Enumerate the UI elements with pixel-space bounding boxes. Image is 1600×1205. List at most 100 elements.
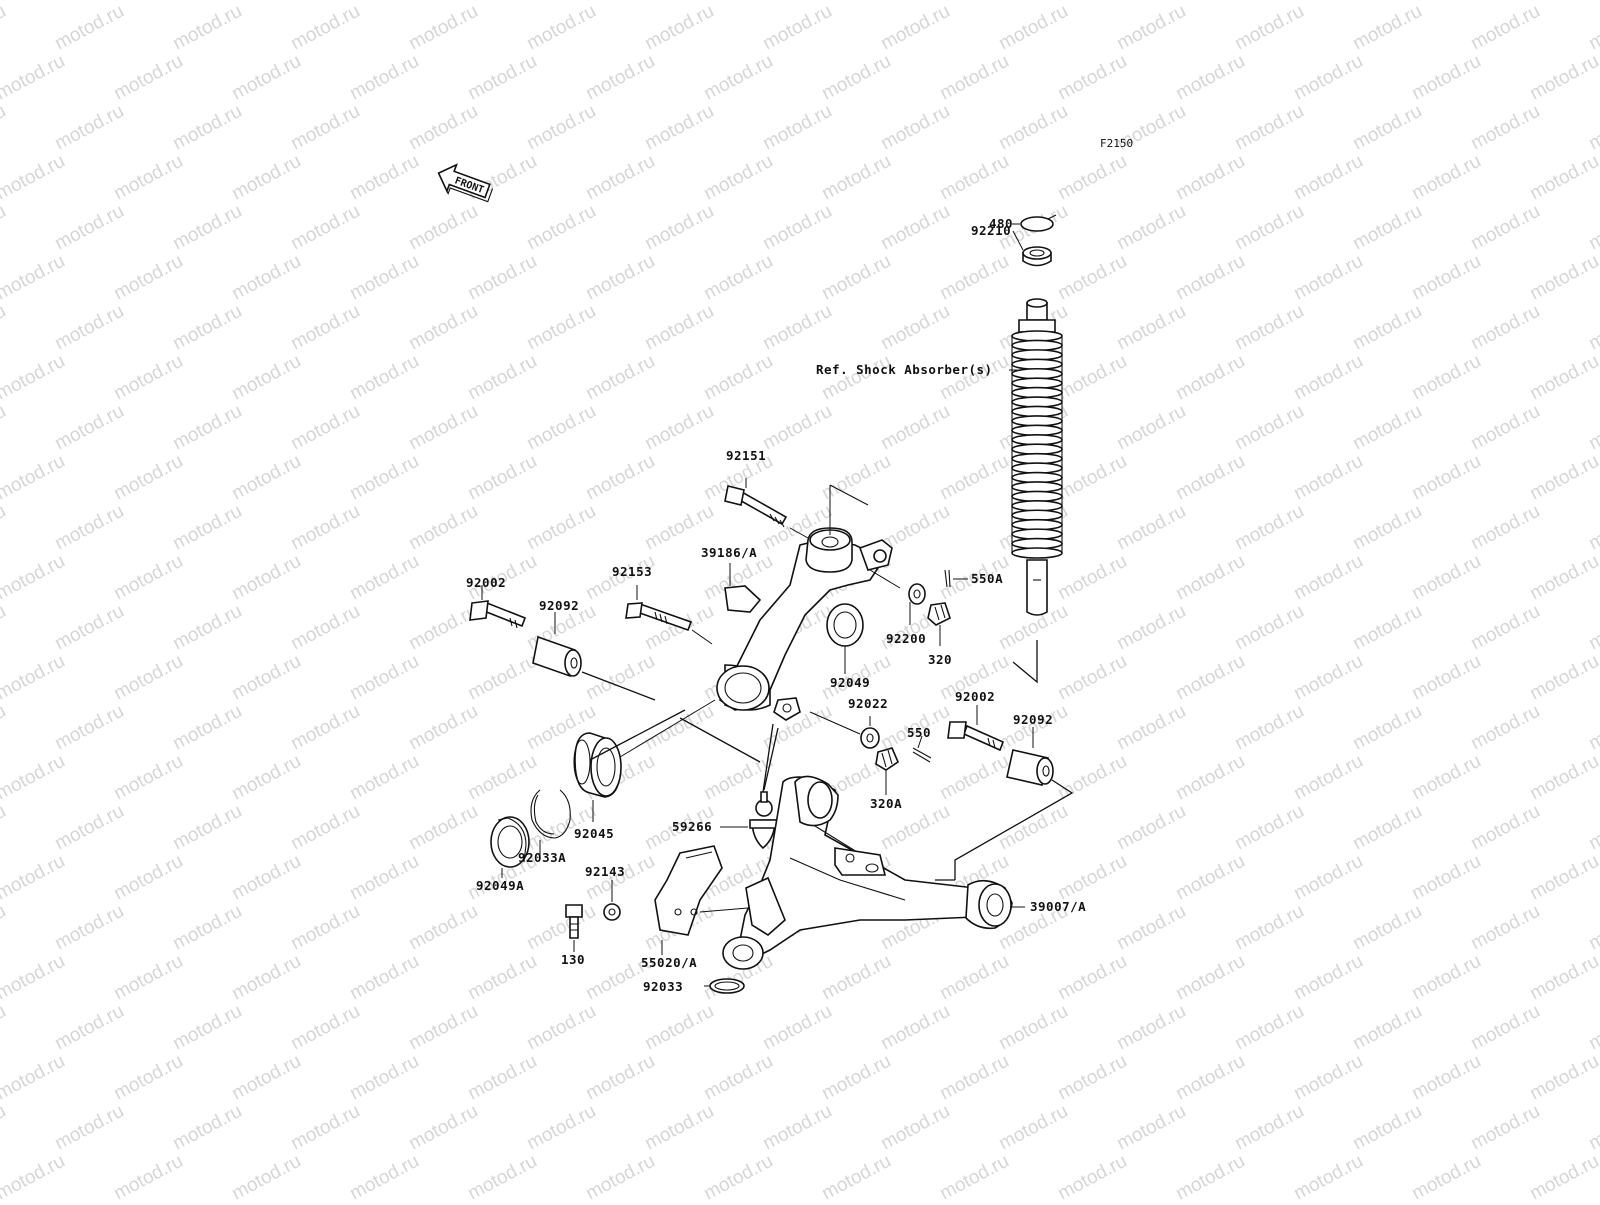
watermark-text: motod.ru [228, 651, 304, 705]
watermark-text: motod.ru [464, 951, 540, 1005]
watermark-text: motod.ru [346, 251, 422, 305]
part-92002-left-bolt [469, 585, 527, 629]
label-92045: 92045 [574, 826, 614, 841]
watermark-text: motod.ru [1349, 701, 1425, 755]
watermark-text: motod.ru [51, 101, 127, 155]
watermark-text: motod.ru [110, 1051, 186, 1105]
watermark-text: motod.ru [287, 601, 363, 655]
part-550-cotter-pin [912, 735, 932, 763]
watermark-text: motod.ru [936, 51, 1012, 105]
watermark-text: motod.ru [1408, 251, 1484, 305]
watermark-text: motod.ru [1231, 1, 1307, 55]
watermark-text: motod.ru [995, 1001, 1071, 1055]
watermark-text: motod.ru [818, 151, 894, 205]
spring-coil [1011, 415, 1063, 427]
watermark-text: motod.ru [346, 0, 422, 4]
watermark-text: motod.ru [405, 601, 481, 655]
watermark-text: motod.ru [582, 451, 658, 505]
watermark-text: motod.ru [1467, 1101, 1543, 1155]
watermark-text: motod.ru [0, 901, 10, 955]
label-550: 550 [907, 725, 931, 740]
watermark-text: motod.ru [877, 301, 953, 355]
watermark-text: motod.ru [877, 101, 953, 155]
watermark-text: motod.ru [228, 1151, 304, 1200]
watermark-text: motod.ru [51, 801, 127, 855]
label-92002-left: 92002 [466, 575, 506, 590]
watermark-text: motod.ru [582, 251, 658, 305]
watermark-text: motod.ru [523, 401, 599, 455]
spring-coil [1011, 490, 1063, 503]
watermark-text: motod.ru [346, 951, 422, 1005]
watermark-text: motod.ru [1231, 501, 1307, 555]
watermark-text: motod.ru [700, 51, 776, 105]
watermark-text: motod.ru [877, 401, 953, 455]
watermark-text: motod.ru [1113, 601, 1189, 655]
watermark-text: motod.ru [1585, 101, 1600, 155]
watermark-text: motod.ru [169, 401, 245, 455]
watermark-text: motod.ru [1467, 101, 1543, 155]
watermark-text: motod.ru [1408, 1151, 1484, 1200]
watermark-text: motod.ru [582, 151, 658, 205]
watermark-text: motod.ru [287, 801, 363, 855]
spring-coil [1011, 537, 1063, 550]
watermark-text: motod.ru [0, 751, 69, 805]
spring-coil [1011, 386, 1063, 399]
watermark-text: motod.ru [51, 501, 127, 555]
spring-coil [1011, 349, 1063, 361]
label-92143: 92143 [585, 864, 625, 879]
watermark-text: motod.ru [228, 151, 304, 205]
watermark-text: motod.ru [0, 951, 69, 1005]
watermark-text: motod.ru [464, 51, 540, 105]
watermark-text: motod.ru [1113, 501, 1189, 555]
watermark-text: motod.ru [1467, 301, 1543, 355]
watermark-text: motod.ru [1054, 1151, 1130, 1200]
watermark-text: motod.ru [51, 301, 127, 355]
watermark-text: motod.ru [1172, 551, 1248, 605]
watermark-text: motod.ru [228, 751, 304, 805]
watermark-text: motod.ru [51, 901, 127, 955]
figure-code: F2150 [1100, 137, 1133, 150]
watermark-text: motod.ru [1408, 951, 1484, 1005]
watermark-text: motod.ru [1231, 301, 1307, 355]
spring-coil [1011, 377, 1063, 389]
watermark-text: motod.ru [1408, 451, 1484, 505]
watermark-text: motod.ru [169, 201, 245, 255]
watermark-text: motod.ru [1113, 1001, 1189, 1055]
watermark-text: motod.ru [1172, 451, 1248, 505]
watermark-text: motod.ru [287, 101, 363, 155]
watermark-text: motod.ru [405, 1, 481, 55]
watermark-text: motod.ru [1290, 1151, 1366, 1200]
watermark-text: motod.ru [0, 1, 10, 55]
label-92200: 92200 [886, 631, 926, 646]
watermark-text: motod.ru [1349, 501, 1425, 555]
watermark-text: motod.ru [1408, 0, 1484, 4]
watermark-text: motod.ru [1467, 1, 1543, 55]
watermark-text: motod.ru [1113, 301, 1189, 355]
watermark-text: motod.ru [0, 201, 10, 255]
label-92153: 92153 [612, 564, 652, 579]
watermark-text: motod.ru [405, 701, 481, 755]
watermark-text: motod.ru [51, 1, 127, 55]
watermark-text: motod.ru [641, 101, 717, 155]
label-92151: 92151 [726, 448, 766, 463]
watermark-text: motod.ru [1290, 651, 1366, 705]
watermark-text: motod.ru [1526, 751, 1600, 805]
watermark-text: motod.ru [759, 301, 835, 355]
watermark-text: motod.ru [1408, 551, 1484, 605]
watermark-text: motod.ru [936, 0, 1012, 4]
watermark-text: motod.ru [1054, 951, 1130, 1005]
watermark-text: motod.ru [1526, 651, 1600, 705]
label-320A: 320A [870, 796, 902, 811]
watermark-text: motod.ru [0, 151, 69, 205]
watermark-text: motod.ru [1054, 551, 1130, 605]
watermark-text: motod.ru [287, 1, 363, 55]
watermark-text: motod.ru [405, 801, 481, 855]
watermark-text: motod.ru [1585, 501, 1600, 555]
watermark-text: motod.ru [1290, 251, 1366, 305]
watermark-text: motod.ru [169, 1, 245, 55]
watermark-text: motod.ru [1526, 151, 1600, 205]
watermark-text: motod.ru [700, 0, 776, 4]
spring-coil [1011, 528, 1063, 540]
part-320A-nut [875, 747, 899, 795]
watermark-text: motod.ru [228, 51, 304, 105]
